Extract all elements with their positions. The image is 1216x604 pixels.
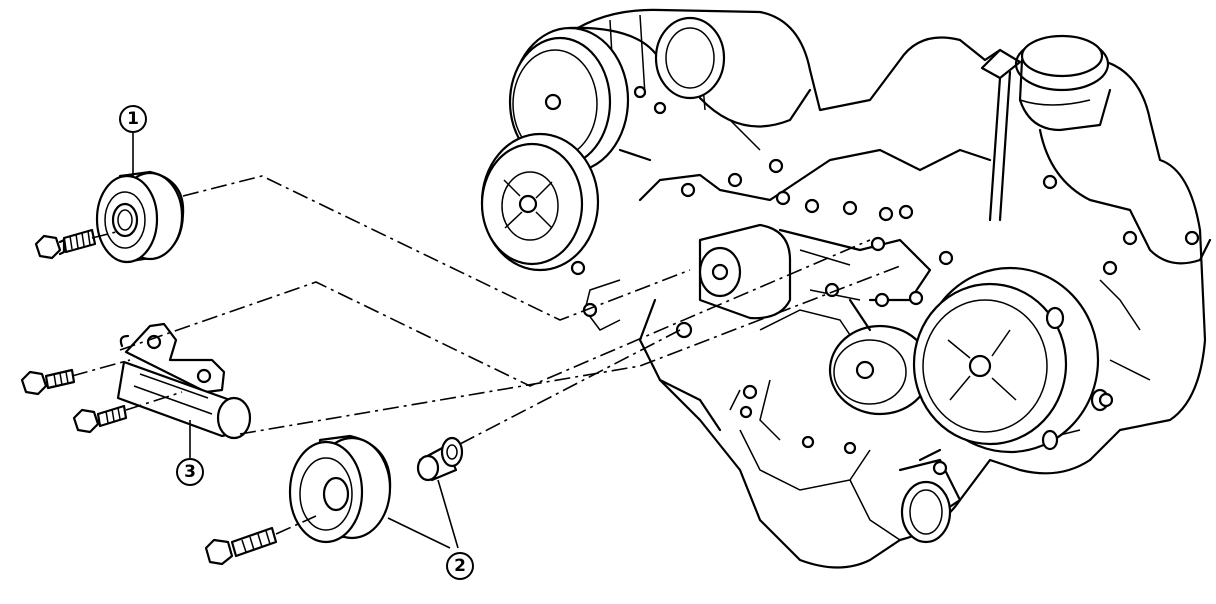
bolt-tensioner-upper: [20, 368, 76, 396]
callout-1: 1: [119, 105, 147, 133]
upper-housing: [633, 16, 812, 128]
spacer-collar-2: [416, 436, 464, 482]
callout-1-label: 1: [127, 109, 139, 129]
callout-3: 3: [176, 458, 204, 486]
callout-2-label: 2: [454, 556, 466, 576]
lower-pulley: [480, 132, 600, 276]
callout-3-label: 3: [184, 462, 196, 482]
idler-pulley-1: [95, 170, 185, 264]
coolant-outlet: [898, 448, 962, 544]
filler-neck: [980, 34, 1212, 265]
bolt-tensioner-lower: [72, 404, 128, 434]
engine-studs: [582, 158, 1200, 476]
bolt-idler-1: [34, 228, 97, 260]
center-lines: [71, 175, 901, 535]
water-pump-pulley: [912, 266, 1110, 454]
bolt-pulley-2: [204, 526, 278, 566]
tensioner-3: [116, 322, 252, 440]
callout-2: 2: [446, 552, 474, 580]
idler-pulley-2: [288, 434, 392, 544]
timing-cover: [698, 223, 932, 416]
leader-lines: [132, 133, 459, 549]
